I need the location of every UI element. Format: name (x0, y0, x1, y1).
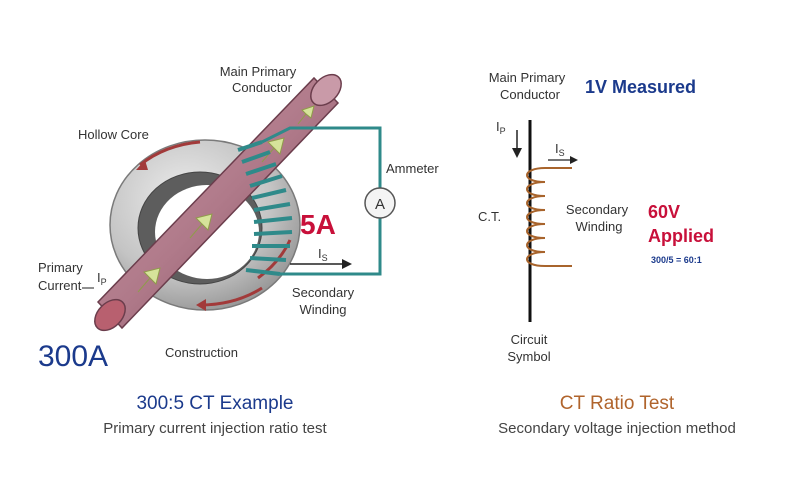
circuit-symbol-line2: Symbol (507, 349, 550, 364)
measured-voltage: 1V Measured (585, 77, 696, 97)
left-ip-subscript: P (101, 277, 107, 287)
right-ip-subscript: P (500, 126, 506, 136)
current-arrow-4 (297, 105, 315, 125)
left-title: 300:5 CT Example (136, 393, 293, 414)
ammeter (364, 187, 396, 219)
flux-arrowhead-bottom (196, 299, 206, 311)
flux-arrow-bottom (199, 286, 263, 307)
secondary-winding-coil (237, 140, 293, 276)
right-subtitle: Secondary voltage injection method (498, 420, 736, 437)
right-ip-symbol: IP (496, 119, 506, 136)
circuit-symbol-drawing (512, 120, 578, 322)
current-arrow-1 (137, 267, 161, 293)
left-subtitle: Primary current injection ratio test (103, 420, 327, 437)
left-is-symbol: IS (318, 246, 328, 263)
primary-current-label-line1: Primary (38, 260, 83, 275)
right-is-symbol: IS (555, 141, 565, 158)
left-is-letter: I (318, 246, 322, 261)
right-main-conductor-line1: Main Primary (489, 70, 566, 85)
ct-label: C.T. (478, 209, 501, 224)
right-ip-letter: I (496, 119, 500, 134)
left-secondary-winding-line1: Secondary (292, 285, 355, 300)
is-arrowhead (342, 259, 352, 269)
applied-voltage-line1: 60V (648, 202, 680, 222)
left-ip-letter: I (97, 270, 101, 285)
current-arrow-3 (261, 137, 285, 163)
ratio-note: 300/5 = 60:1 (651, 255, 702, 265)
left-ip-symbol: IP (97, 270, 107, 287)
primary-current-value: 300A (38, 340, 108, 373)
left-is-subscript: S (322, 253, 328, 263)
flux-arrowhead-top (136, 160, 148, 170)
ct-coil (526, 167, 572, 267)
ammeter-label: Ammeter (386, 161, 439, 176)
secondary-wire-top (261, 126, 382, 188)
current-arrow-2 (189, 213, 213, 239)
right-secondary-winding-line2: Winding (576, 219, 623, 234)
right-is-subscript: S (559, 148, 565, 158)
construction-drawing: A (82, 73, 396, 332)
primary-conductor (94, 73, 342, 332)
primary-current-label-line2: Current (38, 278, 82, 293)
secondary-current-value: 5A (300, 209, 336, 240)
hollow-core-label: Hollow Core (78, 127, 149, 142)
right-ip-arrowhead (512, 148, 522, 158)
right-is-arrowhead (570, 156, 578, 164)
right-title: CT Ratio Test (560, 393, 675, 414)
secondary-wire-bottom (280, 218, 382, 276)
ammeter-symbol: A (375, 196, 385, 213)
applied-voltage-line2: Applied (648, 226, 714, 246)
construction-label: Construction (165, 345, 238, 360)
left-secondary-winding-line2: Winding (300, 302, 347, 317)
right-is-letter: I (555, 141, 559, 156)
left-main-conductor-line2: Conductor (232, 80, 293, 95)
circuit-symbol-line1: Circuit (511, 332, 548, 347)
left-main-conductor-line1: Main Primary (220, 64, 297, 79)
right-main-conductor-line2: Conductor (500, 87, 561, 102)
right-secondary-winding-line1: Secondary (566, 202, 629, 217)
